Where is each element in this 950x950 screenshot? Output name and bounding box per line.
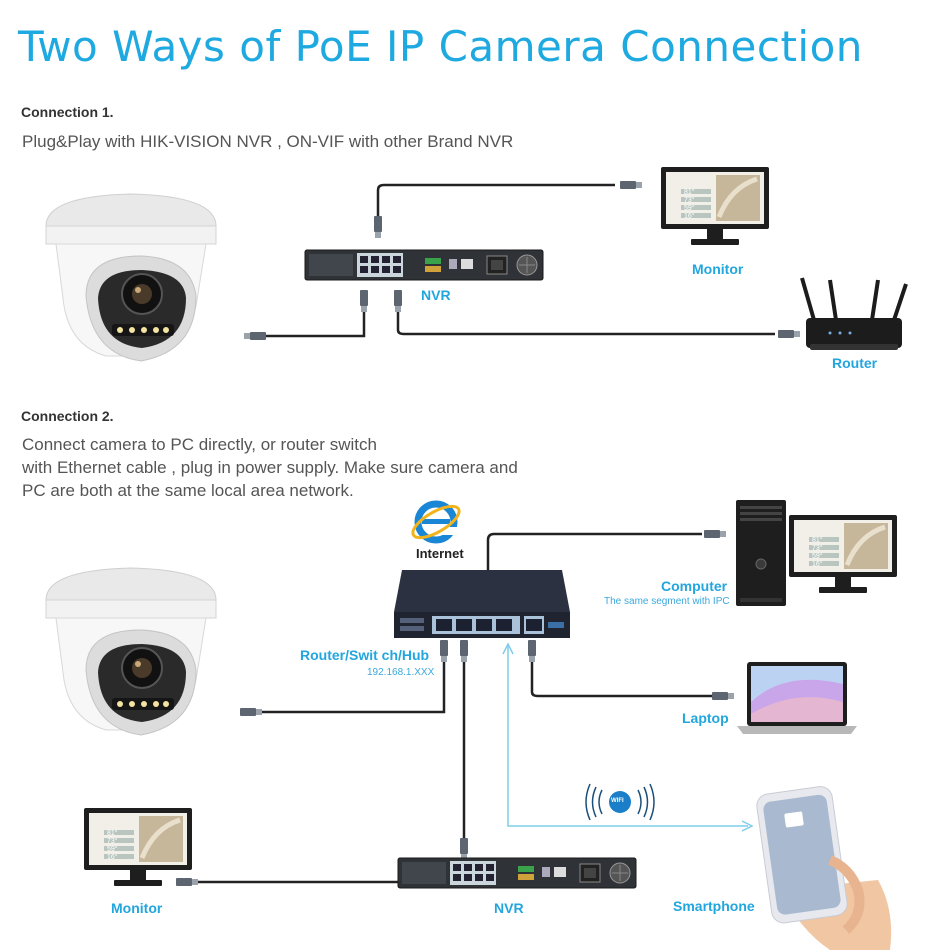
- wifi-badge-text: WIFI: [611, 798, 624, 804]
- nvr-label-2: NVR: [494, 900, 524, 916]
- router-ip-label: 192.168.1.XXX: [367, 667, 435, 678]
- monitor-2-readout: 81°73° 59°16°: [107, 830, 118, 861]
- dome-camera-icon: [45, 193, 217, 362]
- connection1-description: Plug&Play with HIK-VISION NVR , ON-VIF w…: [22, 132, 514, 151]
- desktop-tower-icon: [736, 500, 786, 606]
- dome-camera-icon: [45, 567, 217, 736]
- laptop-label: Laptop: [682, 710, 729, 726]
- wireless-link: [502, 642, 754, 832]
- internet-explorer-icon: [411, 500, 461, 544]
- smartphone-icon: [756, 786, 892, 950]
- connection2-description-line-1: Connect camera to PC directly, or router…: [22, 435, 377, 454]
- connection2-heading: Connection 2.: [21, 408, 114, 424]
- connection2-description-line-3: PC are both at the same local area netwo…: [22, 481, 354, 500]
- internet-label: Internet: [416, 546, 464, 561]
- smartphone-label: Smartphone: [673, 898, 755, 914]
- nvr-label: NVR: [421, 287, 451, 303]
- router-icon: [800, 277, 908, 350]
- computer-monitor-readout: 81°73° 59°16°: [812, 537, 823, 568]
- monitor-label: Monitor: [692, 261, 744, 277]
- monitor-label-2: Monitor: [111, 900, 163, 916]
- connection2-description-line-2: with Ethernet cable , plug in power supp…: [22, 458, 518, 477]
- computer-note: The same segment with IPC: [604, 596, 730, 607]
- monitor-icon: [789, 515, 897, 593]
- laptop-icon: [737, 662, 857, 734]
- nvr-recorder-icon: [397, 857, 637, 889]
- page-title: Two Ways of PoE IP Camera Connection: [18, 22, 863, 71]
- wifi-signal-icon: [585, 783, 655, 821]
- switch-icon: [394, 570, 570, 638]
- conn2-cables: [176, 532, 712, 884]
- router-switch-label: Router/Swit ch/Hub: [300, 647, 430, 663]
- monitor-icon: [661, 167, 769, 245]
- monitor-icon: [84, 808, 192, 886]
- router-label: Router: [832, 355, 878, 371]
- connection1-heading: Connection 1.: [21, 104, 114, 120]
- nvr-recorder-icon: [304, 249, 544, 281]
- computer-label: Computer: [661, 578, 728, 594]
- monitor-readout: 81°73° 59°16°: [684, 189, 695, 220]
